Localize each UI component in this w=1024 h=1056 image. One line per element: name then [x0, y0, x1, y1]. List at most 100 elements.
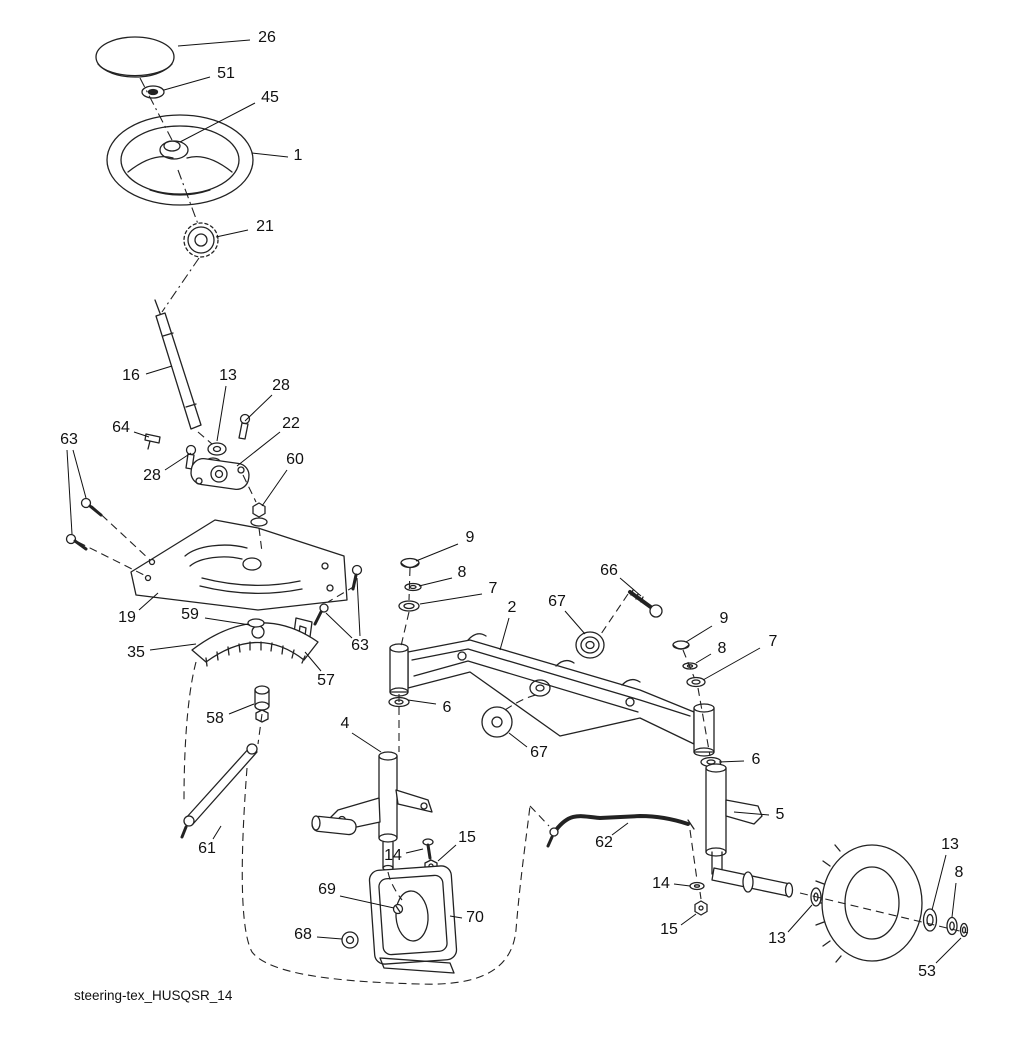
callout-28: 28 [272, 377, 290, 394]
callout-19: 19 [118, 609, 136, 626]
callout-62: 62 [595, 834, 613, 851]
callout-57: 57 [317, 672, 335, 689]
callout-leader-59 [204, 617, 251, 626]
callout-1: 1 [294, 147, 303, 164]
bolt-63-left-a [80, 497, 103, 517]
callout-22: 22 [282, 415, 300, 432]
cap-9-left [400, 557, 420, 569]
callout-26: 26 [258, 29, 276, 46]
callout-8: 8 [458, 564, 467, 581]
callout-leader-45 [179, 102, 256, 143]
callout-14: 14 [384, 847, 402, 864]
callout-leader-7 [419, 593, 483, 605]
callout-64: 64 [112, 419, 130, 436]
callout-leader-60 [261, 469, 288, 507]
nut-15-right [694, 900, 708, 916]
bolt-14-left [422, 838, 434, 860]
nut-68 [341, 931, 359, 949]
steering-wheel [106, 114, 254, 206]
callout-leader-21 [215, 229, 249, 238]
callout-leader-4 [351, 732, 382, 753]
callout-63: 63 [60, 431, 78, 448]
callout-21: 21 [256, 218, 274, 235]
stud-63-right-b [313, 603, 329, 626]
callout-15: 15 [660, 921, 678, 938]
steering-shaft-16 [154, 299, 202, 430]
callout-6: 6 [752, 751, 761, 768]
disc-67-upper [575, 631, 605, 659]
callout-67: 67 [530, 744, 548, 761]
callout-14: 14 [652, 875, 670, 892]
callout-7: 7 [769, 633, 778, 650]
callout-9: 9 [466, 529, 475, 546]
steering-boot-21 [183, 222, 219, 258]
tie-rod-62 [546, 814, 695, 848]
hub-washer-51 [141, 85, 165, 99]
callout-leader-1 [251, 152, 289, 158]
callout-leader-9 [415, 543, 459, 562]
callout-45: 45 [261, 89, 279, 106]
callout-leader-28 [244, 394, 273, 422]
callout-70: 70 [466, 909, 484, 926]
spindle-right-5 [705, 763, 794, 898]
callout-58: 58 [206, 710, 224, 727]
callout-leader-63 [356, 577, 361, 637]
callout-leader-51 [163, 76, 211, 91]
bearing-plate-22 [190, 457, 250, 491]
callout-leader-16 [145, 365, 173, 375]
callout-leader-70 [449, 915, 463, 919]
callout-68: 68 [294, 926, 312, 943]
callout-13: 13 [768, 930, 786, 947]
callout-leader-14 [673, 883, 691, 887]
steering-wheel-cap [95, 36, 175, 78]
callout-leader-6 [718, 760, 745, 763]
callout-69: 69 [318, 881, 336, 898]
washer-8-left [404, 582, 422, 592]
callout-leader-8 [418, 577, 453, 587]
callout-28: 28 [143, 467, 161, 484]
bracket-70 [368, 865, 458, 974]
callout-leader-58 [228, 703, 255, 715]
diagram-art [65, 36, 969, 974]
callout-leader-64 [133, 431, 150, 438]
callout-leader-63 [66, 449, 73, 535]
bearing-7-right [686, 676, 706, 688]
callout-leader-5 [733, 811, 770, 816]
callout-leader-63 [325, 612, 353, 639]
callout-13: 13 [941, 836, 959, 853]
washer-14-right [689, 881, 705, 891]
callout-59: 59 [181, 606, 199, 623]
callout-15: 15 [458, 829, 476, 846]
callout-leader-69 [339, 895, 395, 909]
callout-16: 16 [122, 367, 140, 384]
disc-67-lower [481, 706, 513, 738]
wheel-insert-45 [163, 140, 181, 152]
callout-leader-13 [787, 904, 813, 933]
callout-66: 66 [600, 562, 618, 579]
callout-leader-67 [564, 610, 586, 635]
callout-leader-14 [405, 848, 424, 854]
bolt-63-left-b [65, 533, 88, 551]
callout-leader-7 [702, 647, 761, 681]
callout-leader-63 [72, 449, 87, 499]
callout-13: 13 [219, 367, 237, 384]
callout-7: 7 [489, 580, 498, 597]
callout-leader-22 [236, 431, 281, 467]
axle-beam-2 [389, 633, 715, 757]
callout-leader-26 [177, 39, 251, 47]
drag-link-61 [180, 743, 258, 839]
callout-6: 6 [443, 699, 452, 716]
callout-leader-8 [951, 882, 957, 918]
bolt-28-upper [238, 413, 251, 440]
steering-plate-19 [130, 519, 348, 611]
washer-59 [247, 618, 265, 628]
callout-leader-8 [695, 653, 712, 664]
callout-leader-68 [316, 936, 343, 940]
nut-washer-60 [250, 502, 268, 527]
washer-13-outer [922, 908, 938, 932]
callout-leader-9 [685, 625, 713, 643]
cap-9-right [672, 640, 690, 650]
callout-leader-62 [611, 822, 629, 836]
front-wheel [812, 844, 923, 963]
